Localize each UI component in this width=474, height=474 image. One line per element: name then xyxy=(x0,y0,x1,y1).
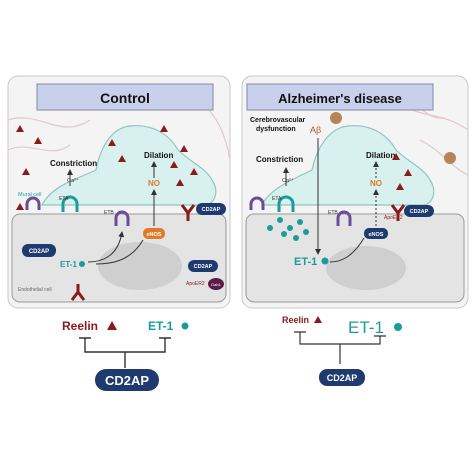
legend-cd2ap-right: CD2AP xyxy=(327,373,358,383)
control-panel: Control Constriction Ca²⁺ Mural cell ETA… xyxy=(7,75,231,309)
receptor-apoer2 xyxy=(180,204,196,221)
dab1-shape xyxy=(208,278,224,290)
ad-title-box xyxy=(246,83,434,111)
label-constriction-right: Constriction xyxy=(256,155,303,164)
right-legend: Reelin ET-1 CD2AP xyxy=(282,315,402,386)
legend-et1-dot-right xyxy=(394,323,402,331)
label-dilation: Dilation xyxy=(144,151,173,160)
label-ca: Ca²⁺ xyxy=(67,177,79,184)
label-apoer2: ApoER2 xyxy=(186,281,205,287)
cd2ap-box-bottom xyxy=(188,260,218,272)
legend-inhibit-lines-right xyxy=(294,331,386,364)
label-cd2ap-right: CD2AP xyxy=(202,207,221,213)
label-cd2ap-right-ad: CD2AP xyxy=(410,209,429,215)
receptor-eta-right xyxy=(277,195,295,212)
abeta-plaque-2 xyxy=(444,152,456,164)
legend-et1-dot-left xyxy=(181,322,189,330)
reelin-triangles-right xyxy=(392,153,412,190)
mural-cell-right xyxy=(261,125,435,206)
label-no-right: NO xyxy=(370,179,382,188)
label-cerebrovascular: Cerebrovascular xyxy=(250,117,306,124)
label-constriction: Constriction xyxy=(50,159,97,168)
left-legend: Reelin ET-1 CD2AP xyxy=(62,319,189,391)
legend-reelin-triangle-right xyxy=(314,316,322,323)
inhibit-enos-et1 xyxy=(95,239,144,265)
nucleus-right xyxy=(326,246,406,290)
legend-inhibit-lines-left xyxy=(79,337,171,368)
label-etb: ETB xyxy=(104,210,114,216)
label-abeta: Aβ xyxy=(310,125,321,135)
receptor-eta xyxy=(61,195,79,212)
label-et1: ET-1 xyxy=(60,260,77,269)
receptor-apoer2-right xyxy=(390,204,406,221)
legend-cd2ap-box-left xyxy=(95,369,159,391)
reelin-triangles xyxy=(16,125,198,210)
label-cd2ap-left: CD2AP xyxy=(29,249,49,255)
arrow-et1-etb xyxy=(87,231,125,263)
label-enos-right: eNOS xyxy=(369,232,384,238)
label-eta-right: ETA xyxy=(272,196,282,202)
label-apoer2-right: ApoER2 xyxy=(384,215,403,221)
label-etb-right: ETB xyxy=(328,210,338,216)
legend-et1-left: ET-1 xyxy=(148,319,174,333)
label-dab1: Dab1 xyxy=(211,282,221,287)
mural-cell xyxy=(41,125,217,206)
label-enos: eNOS xyxy=(147,232,162,238)
et1-dot-right xyxy=(321,257,329,265)
inhibit-enos-et1-right xyxy=(329,237,365,263)
receptor-bottom xyxy=(70,284,86,301)
ad-title: Alzheimer's disease xyxy=(278,91,402,106)
legend-cd2ap-box-right xyxy=(319,369,365,386)
legend-reelin-right: Reelin xyxy=(282,315,309,325)
legend-reelin-triangle-left xyxy=(107,321,117,330)
ad-panel: Alzheimer's disease Cerebrovascular dysf… xyxy=(241,75,469,309)
control-title: Control xyxy=(100,90,150,106)
legend-cd2ap-left: CD2AP xyxy=(105,373,149,388)
label-cd2ap-bottom: CD2AP xyxy=(194,264,213,270)
label-endothelial: Endothelial cell xyxy=(18,287,52,293)
label-no: NO xyxy=(148,179,160,188)
label-dilation-right: Dilation xyxy=(366,151,395,160)
cd2ap-box-right-ad xyxy=(404,205,434,217)
label-dysfunction: dysfunction xyxy=(256,126,296,133)
legend-reelin-left: Reelin xyxy=(62,319,98,333)
et1-cluster xyxy=(267,217,309,241)
et1-dot xyxy=(79,261,85,267)
abeta-plaque-1 xyxy=(330,112,342,124)
cd2ap-box-left xyxy=(22,244,56,257)
receptor-etb xyxy=(114,210,130,226)
receptor-mural xyxy=(25,196,41,210)
receptor-etb-right xyxy=(336,210,352,226)
nucleus xyxy=(98,242,182,290)
receptor-left-right xyxy=(249,196,265,210)
cd2ap-box-right xyxy=(196,203,226,215)
label-ca-right: Ca²⁺ xyxy=(282,177,294,184)
enos-box-right xyxy=(364,228,388,239)
legend-et1-right: ET-1 xyxy=(348,318,384,337)
label-mural-cell: Mural cell xyxy=(18,192,42,198)
label-eta: ETA xyxy=(59,196,69,202)
control-title-box xyxy=(36,83,214,111)
enos-box xyxy=(143,228,165,239)
label-et1-right: ET-1 xyxy=(294,256,317,268)
